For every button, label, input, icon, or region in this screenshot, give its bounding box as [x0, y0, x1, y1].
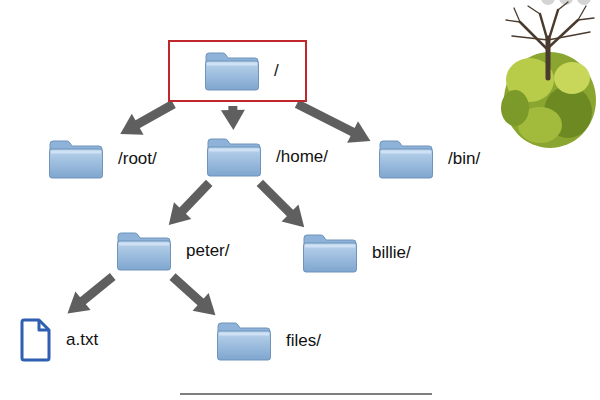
- tree-arrow: [67, 277, 112, 314]
- highlighted-folder-node: /: [168, 40, 307, 102]
- arrow-shaft: [80, 277, 113, 304]
- arrow-head: [193, 293, 216, 315]
- tree-arrow: [297, 104, 371, 143]
- arrow-shaft: [134, 104, 173, 126]
- path-label: /: [274, 61, 279, 81]
- arrow-shaft: [297, 104, 356, 134]
- folder-icon: [116, 230, 172, 272]
- path-label: peter/: [186, 241, 229, 261]
- file-icon: [18, 318, 52, 362]
- arrow-head: [120, 114, 143, 135]
- arrow-head: [282, 205, 305, 228]
- folder-node: /home/: [202, 134, 332, 180]
- path-label: a.txt: [66, 330, 98, 350]
- path-label: /bin/: [448, 149, 480, 169]
- tree-arrow: [120, 104, 173, 135]
- tree-arrow: [221, 106, 245, 130]
- path-label: /home/: [276, 147, 328, 167]
- folder-icon: [48, 138, 104, 180]
- folder-node: /bin/: [374, 136, 484, 182]
- arrow-shaft: [180, 183, 209, 214]
- tree-arrow: [260, 183, 304, 227]
- folder-node: billie/: [298, 230, 415, 276]
- arrow-head: [169, 202, 191, 225]
- folder-icon: [204, 50, 260, 92]
- arrow-head: [67, 292, 90, 314]
- arrow-head: [221, 110, 245, 130]
- path-label: billie/: [372, 243, 411, 263]
- path-label: files/: [286, 331, 321, 351]
- file-node: a.txt: [14, 316, 102, 364]
- folder-icon: [378, 138, 434, 180]
- folder-icon: [206, 136, 262, 178]
- arrow-shaft: [173, 277, 204, 305]
- arrow-shaft: [260, 183, 293, 216]
- folder-node: /root/: [44, 136, 161, 182]
- bottom-rule: [180, 393, 432, 395]
- folder-node: files/: [212, 318, 325, 364]
- folder-icon: [216, 320, 272, 362]
- tree-arrow: [173, 277, 216, 316]
- path-label: /root/: [118, 149, 157, 169]
- tree-arrow: [169, 183, 209, 225]
- tree-illustration: [501, 2, 596, 148]
- folder-node: peter/: [112, 228, 233, 274]
- folder-icon: [302, 232, 358, 274]
- arrow-head: [347, 121, 370, 142]
